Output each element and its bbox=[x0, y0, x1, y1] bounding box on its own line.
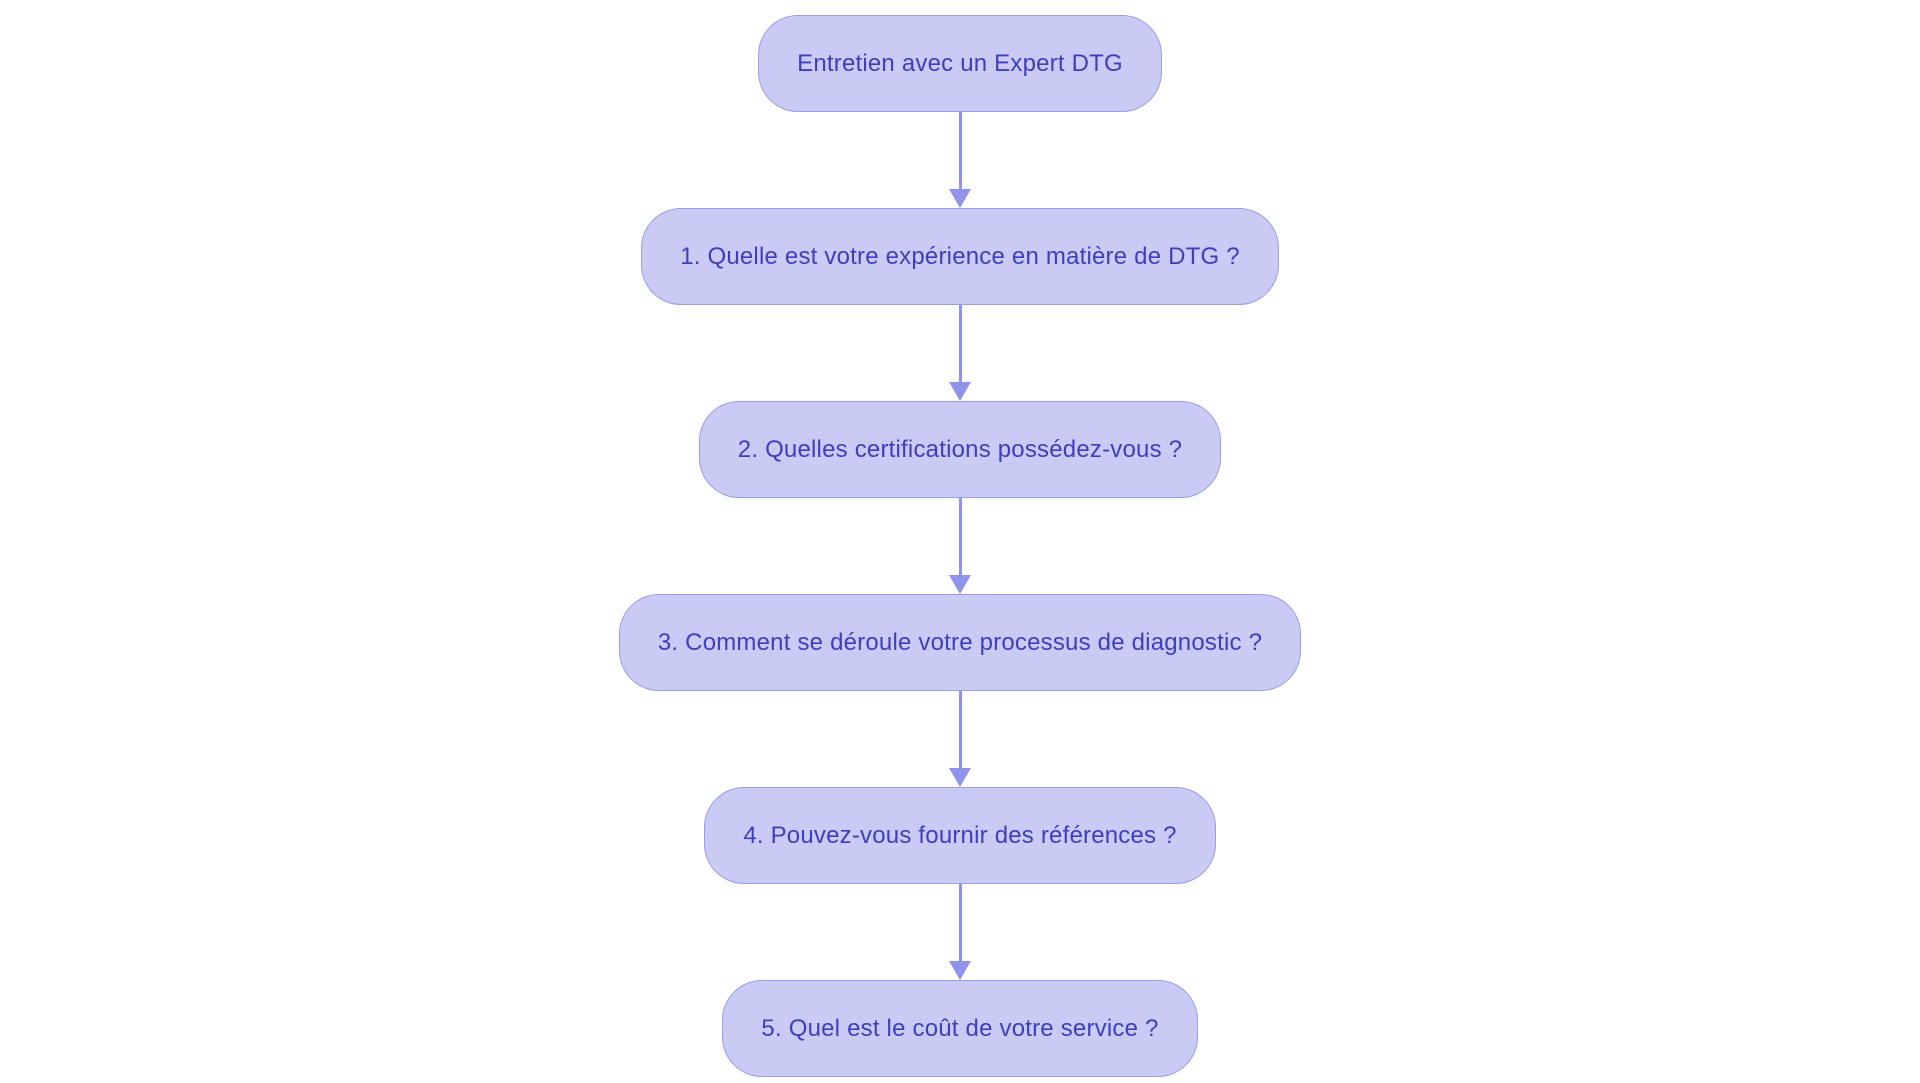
node-question-5-cout-service: 5. Quel est le coût de votre service ? bbox=[722, 980, 1198, 1077]
arrow-head bbox=[949, 382, 971, 401]
arrow-down-icon bbox=[948, 884, 972, 980]
arrow-down-icon bbox=[948, 305, 972, 401]
node-entretien-expert-dtg: Entretien avec un Expert DTG bbox=[758, 15, 1162, 112]
arrow-down-icon bbox=[948, 498, 972, 594]
arrow-head bbox=[949, 189, 971, 208]
node-question-2-certifications: 2. Quelles certifications possédez-vous … bbox=[698, 401, 1222, 498]
arrow-shaft bbox=[958, 884, 962, 961]
arrow-shaft bbox=[958, 305, 962, 382]
node-question-1-experience: 1. Quelle est votre expérience en matièr… bbox=[641, 208, 1279, 305]
arrow-down-icon bbox=[948, 112, 972, 208]
arrow-head bbox=[949, 768, 971, 787]
node-question-3-processus-diagnostic: 3. Comment se déroule votre processus de… bbox=[618, 594, 1302, 691]
arrow-down-icon bbox=[948, 691, 972, 787]
arrow-shaft bbox=[958, 498, 962, 575]
arrow-head bbox=[949, 961, 971, 980]
arrow-head bbox=[949, 575, 971, 594]
arrow-shaft bbox=[958, 691, 962, 768]
node-question-4-references: 4. Pouvez-vous fournir des références ? bbox=[704, 787, 1216, 884]
arrow-shaft bbox=[958, 112, 962, 189]
